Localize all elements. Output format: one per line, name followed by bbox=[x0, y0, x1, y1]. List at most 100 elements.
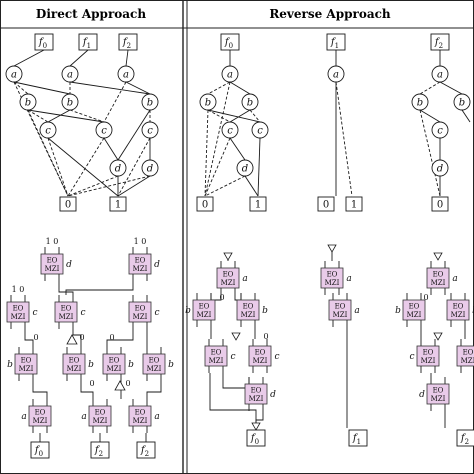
left-eo-c1-eo: EO bbox=[61, 305, 72, 313]
left-out-f0 bbox=[30, 441, 50, 459]
left-eo-d1 bbox=[128, 253, 152, 275]
left-eo-c0-var: c bbox=[32, 308, 37, 318]
left-eo-d1-eo: EO bbox=[135, 257, 146, 265]
right-f2-terminal-0-label: 0 bbox=[437, 200, 443, 211]
right-eo-b3-mzi: MZI bbox=[451, 311, 466, 319]
bdd-edge bbox=[229, 81, 251, 95]
left-coupler-0 bbox=[66, 334, 78, 345]
bdd-edge bbox=[67, 175, 119, 197]
right-f0-node-a-label: a bbox=[227, 70, 233, 81]
right-eo-d0-eo: EO bbox=[251, 387, 262, 395]
right-f0-terminal-1-label: 1 bbox=[255, 200, 261, 211]
bdd-edge bbox=[47, 109, 71, 123]
right-f0-node-b0 bbox=[199, 93, 217, 111]
right-out-f1-label: f1 bbox=[352, 433, 361, 446]
right-eo-b3-eo: EO bbox=[453, 303, 464, 311]
left-node-a1 bbox=[61, 65, 79, 83]
left-node-c0 bbox=[39, 121, 57, 139]
right-eo-c2 bbox=[416, 345, 440, 367]
bdd-edge bbox=[207, 109, 261, 123]
left-terminal-0 bbox=[59, 196, 77, 212]
bdd-edge bbox=[204, 109, 209, 197]
left-eo-c2-eo: EO bbox=[135, 305, 146, 313]
left-node-c1 bbox=[95, 121, 113, 139]
left-eo-a1 bbox=[88, 405, 112, 427]
left-out-f2 bbox=[90, 441, 110, 459]
left-terminal-1-label: 1 bbox=[115, 200, 121, 211]
left-root-f2 bbox=[118, 33, 138, 51]
left-root-f2-label: f2 bbox=[122, 37, 131, 50]
right-zero-2: 0 bbox=[423, 293, 428, 302]
left-wire bbox=[146, 381, 162, 399]
left-eo-a0 bbox=[28, 405, 52, 427]
right-eo-a2 bbox=[328, 299, 352, 321]
diagram-edges bbox=[10, 49, 471, 442]
right-f1-terminal-0 bbox=[317, 196, 335, 212]
left-eo-d0-mzi: MZI bbox=[45, 265, 60, 273]
left-eo-c0-inputs: 1 0 bbox=[12, 285, 25, 294]
left-eo-c2-mzi: MZI bbox=[133, 313, 148, 321]
left-zero-1: 0 bbox=[33, 333, 38, 342]
bdd-edge bbox=[67, 137, 105, 197]
left-node-b0 bbox=[19, 93, 37, 111]
left-eo-b0-var: b bbox=[7, 360, 13, 370]
right-eo-c0 bbox=[204, 345, 228, 367]
right-eo-d1-mzi: MZI bbox=[431, 395, 446, 403]
left-eo-a0-eo: EO bbox=[35, 409, 46, 417]
left-node-b1-label: b bbox=[67, 98, 73, 109]
right-root-f2-label: f2 bbox=[434, 37, 443, 50]
right-root-f0-label: f0 bbox=[224, 37, 233, 50]
left-eo-b3-eo: EO bbox=[149, 357, 160, 365]
bdd-edge bbox=[204, 137, 231, 197]
right-root-f1 bbox=[326, 33, 346, 51]
right-eo-b0-var: b bbox=[185, 306, 191, 316]
right-f0-node-b1 bbox=[241, 93, 259, 111]
left-eo-b1-eo: EO bbox=[69, 357, 80, 365]
right-zero-1: 0 bbox=[263, 332, 268, 341]
bdd-edge bbox=[249, 109, 261, 123]
right-out-f2 bbox=[456, 429, 474, 447]
bdd-edge bbox=[439, 81, 463, 95]
left-eo-d1-inputs: 1 0 bbox=[134, 237, 147, 246]
right-eo-a3-mzi: MZI bbox=[431, 279, 446, 287]
left-node-d1-label: d bbox=[147, 164, 153, 175]
left-node-a2-label: a bbox=[123, 70, 129, 81]
right-f0-node-c0 bbox=[221, 121, 239, 139]
left-eo-a1-eo: EO bbox=[95, 409, 106, 417]
left-node-c2 bbox=[141, 121, 159, 139]
left-eo-c0-mzi: MZI bbox=[11, 313, 26, 321]
right-eo-a0-var: a bbox=[242, 274, 247, 284]
left-out-f2b-label: f2 bbox=[140, 445, 149, 458]
right-eo-d1 bbox=[426, 383, 450, 405]
bdd-edge bbox=[117, 109, 151, 161]
right-out-f0-label: f0 bbox=[250, 433, 259, 446]
left-node-b1 bbox=[61, 93, 79, 111]
left-eo-c2 bbox=[128, 301, 152, 323]
right-f0-node-a bbox=[221, 65, 239, 83]
bdd-edge bbox=[13, 81, 29, 95]
left-eo-b1 bbox=[62, 353, 86, 375]
bdd-edge bbox=[69, 81, 151, 95]
left-eo-d1-var: d bbox=[154, 260, 160, 270]
left-eo-a1-mzi: MZI bbox=[93, 417, 108, 425]
left-node-d1 bbox=[141, 159, 159, 177]
right-eo-c3-mzi: MZI bbox=[461, 357, 474, 365]
left-root-f1-label: f1 bbox=[82, 37, 91, 50]
right-eo-a2-mzi: MZI bbox=[333, 311, 348, 319]
left-root-f0 bbox=[34, 33, 54, 51]
left-eo-b3-mzi: MZI bbox=[147, 365, 162, 373]
left-node-b2 bbox=[141, 93, 159, 111]
right-f1-node-a-label: a bbox=[333, 70, 339, 81]
right-f0-terminal-1 bbox=[249, 196, 267, 212]
bdd-edge bbox=[335, 81, 353, 197]
right-f0-node-c1 bbox=[251, 121, 269, 139]
right-coupler-3 bbox=[231, 332, 241, 341]
bdd-edge bbox=[419, 109, 441, 123]
right-eo-a2-eo: EO bbox=[335, 303, 346, 311]
left-eo-a0-mzi: MZI bbox=[33, 417, 48, 425]
left-eo-d0-var: d bbox=[66, 260, 72, 270]
right-eo-a2-var: a bbox=[354, 306, 359, 316]
right-wire bbox=[209, 373, 257, 428]
